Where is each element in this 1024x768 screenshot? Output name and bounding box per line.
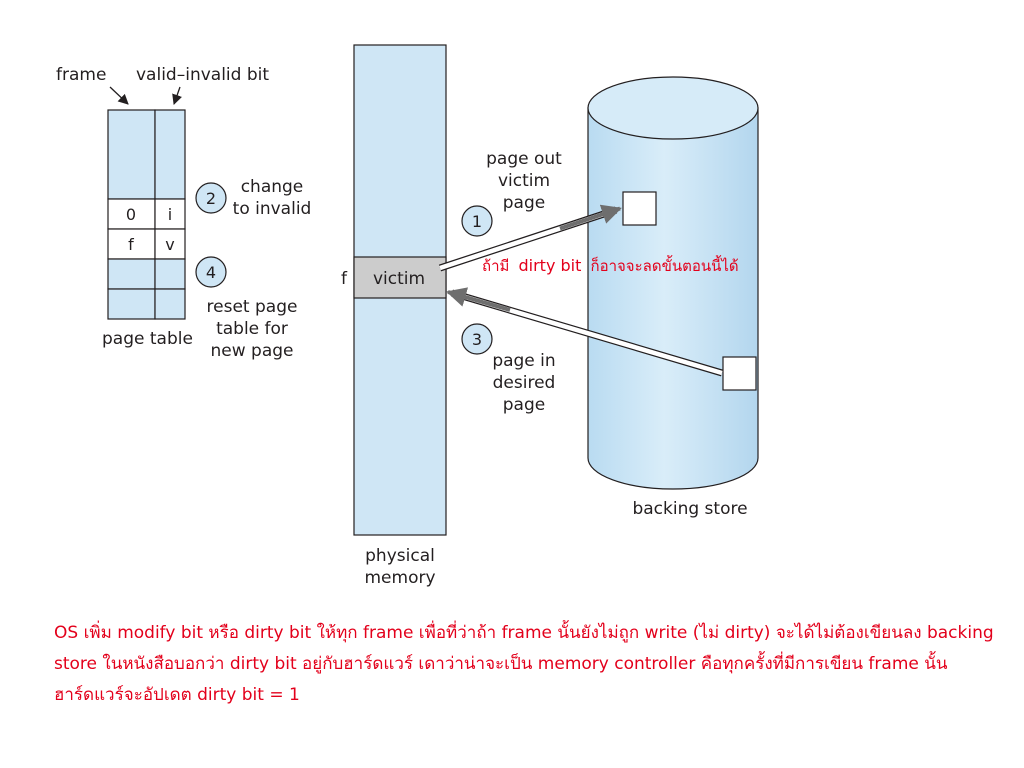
- backing-store-label: backing store: [632, 499, 747, 519]
- page-table-row: [107, 258, 156, 290]
- step-4-line-1: reset page: [207, 297, 298, 317]
- bit-pointer-arrow: [172, 86, 183, 105]
- step-number: 4: [206, 263, 216, 282]
- physical-memory-caption-line-1: physical: [365, 546, 435, 566]
- row-bit-i: i: [168, 205, 172, 224]
- page-out-arrow-head: [559, 204, 622, 231]
- page-table-row: [154, 228, 186, 260]
- backing-store-cylinder-body: [587, 107, 759, 490]
- victim-label: victim: [373, 269, 425, 289]
- step-3: 3 page in desired page: [446, 287, 723, 415]
- page-table-row: [154, 258, 186, 290]
- step-number: 3: [472, 330, 482, 349]
- step-1-line-2: victim: [498, 171, 550, 191]
- frame-column-label: frame: [56, 65, 106, 85]
- step-1-line-1: page out: [486, 149, 562, 169]
- page-table-row: [107, 288, 156, 320]
- step-4-line-2: table for: [216, 319, 288, 339]
- step-1-line-3: page: [503, 193, 545, 213]
- page-table-row: [107, 109, 156, 200]
- victim-frame: [353, 256, 447, 299]
- step-1: 1 page out victim page: [438, 149, 622, 272]
- page-replacement-diagram: frame valid–invalid bit 0 i f v page tab…: [56, 44, 759, 588]
- valid-invalid-bit-label: valid–invalid bit: [136, 65, 269, 85]
- row-frame-f: f: [128, 235, 134, 254]
- page-table-row: [154, 109, 186, 200]
- page-table: frame valid–invalid bit 0 i f v page tab…: [56, 65, 269, 349]
- step-number: 1: [472, 212, 482, 231]
- dirty-note-prefix: ถ้ามี: [482, 257, 509, 275]
- step-number-badge: [461, 205, 493, 237]
- backing-store: backing store: [587, 76, 759, 519]
- step-2-line-1: change: [241, 177, 304, 197]
- step-2-line-2: to invalid: [233, 199, 312, 219]
- step-4: 4 reset page table for new page: [195, 256, 298, 361]
- step-3-line-1: page in: [492, 351, 555, 371]
- page-table-row: [154, 288, 186, 320]
- step-number: 2: [206, 189, 216, 208]
- step-number-badge: [195, 182, 227, 214]
- step-2: 2 change to invalid: [195, 177, 312, 219]
- backing-store-cylinder-top: [587, 76, 759, 140]
- frame-marker-f: f: [341, 269, 348, 289]
- victim-page-block: [622, 191, 657, 226]
- desired-page-block: [722, 356, 757, 391]
- physical-memory-caption-line-2: memory: [364, 568, 435, 588]
- dirty-bit-note: ถ้ามี dirty bit ก็อาจจะลดขั้นตอนนี้ได้: [482, 255, 739, 275]
- row-frame-0: 0: [126, 205, 136, 224]
- step-3-line-2: desired: [493, 373, 556, 393]
- step-number-badge: [461, 323, 493, 355]
- step-4-line-3: new page: [211, 341, 294, 361]
- dirty-note-term: dirty bit: [519, 256, 582, 275]
- page-in-arrow-head: [446, 287, 511, 312]
- frame-pointer-arrow: [109, 86, 129, 105]
- row-bit-v: v: [165, 235, 174, 254]
- step-number-badge: [195, 256, 227, 288]
- dirty-note-suffix: ก็อาจจะลดขั้นตอนนี้ได้: [590, 255, 738, 275]
- dirty-bit-explanation: OS เพิ่ม modify bit หรือ dirty bit ให้ทุ…: [54, 623, 994, 705]
- physical-memory: victim f physical memory: [341, 44, 447, 588]
- step-3-line-3: page: [503, 395, 545, 415]
- page-table-row: [154, 198, 186, 230]
- page-table-caption: page table: [102, 329, 193, 349]
